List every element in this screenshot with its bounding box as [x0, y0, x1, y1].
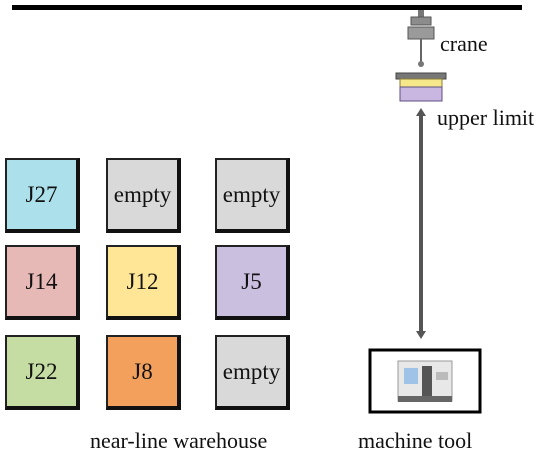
slot-empty: empty [215, 158, 290, 233]
slot-J14: J14 [5, 245, 80, 320]
crane-trolley [407, 10, 435, 67]
slot-J5: J5 [215, 245, 290, 320]
upper-limit-label: upper limit [437, 105, 535, 130]
warehouse-label: near-line warehouse [90, 428, 268, 453]
slot-J22: J22 [5, 335, 80, 410]
gripper-icon [395, 72, 447, 102]
slot-J12: J12 [106, 245, 181, 320]
machine-tool-icon [368, 348, 482, 414]
machine-tool-label: machine tool [358, 428, 473, 453]
slot-empty: empty [106, 158, 181, 233]
slot-J27: J27 [5, 158, 80, 233]
crane-label: crane [440, 31, 488, 56]
slot-empty: empty [215, 335, 290, 410]
crane-rail [12, 5, 522, 10]
slot-J8: J8 [106, 335, 181, 410]
